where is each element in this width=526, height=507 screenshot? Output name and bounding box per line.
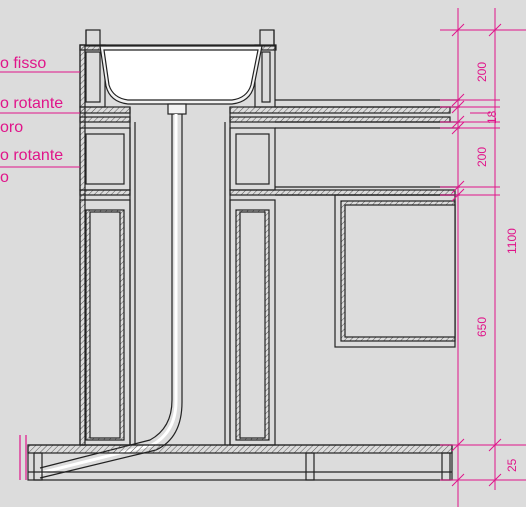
sink-basin — [99, 45, 263, 105]
dim-25: 25 — [505, 458, 519, 472]
base-plinth — [19, 435, 453, 481]
label-rotating-1: o rotante — [0, 95, 63, 112]
dim-650: 650 — [475, 317, 489, 337]
dim-200-top: 200 — [475, 62, 489, 82]
dim-200-mid: 200 — [475, 147, 489, 167]
dim-18: 18 — [485, 110, 499, 124]
dimension-lines — [440, 8, 526, 507]
label-o: o — [0, 169, 9, 186]
label-rotating-2: o rotante — [0, 147, 63, 164]
label-fixed: o fisso — [0, 55, 46, 72]
dim-1100: 1100 — [505, 228, 519, 254]
label-leaders — [0, 71, 80, 168]
cabinet-frame — [79, 29, 460, 446]
label-oro: oro — [0, 119, 23, 136]
